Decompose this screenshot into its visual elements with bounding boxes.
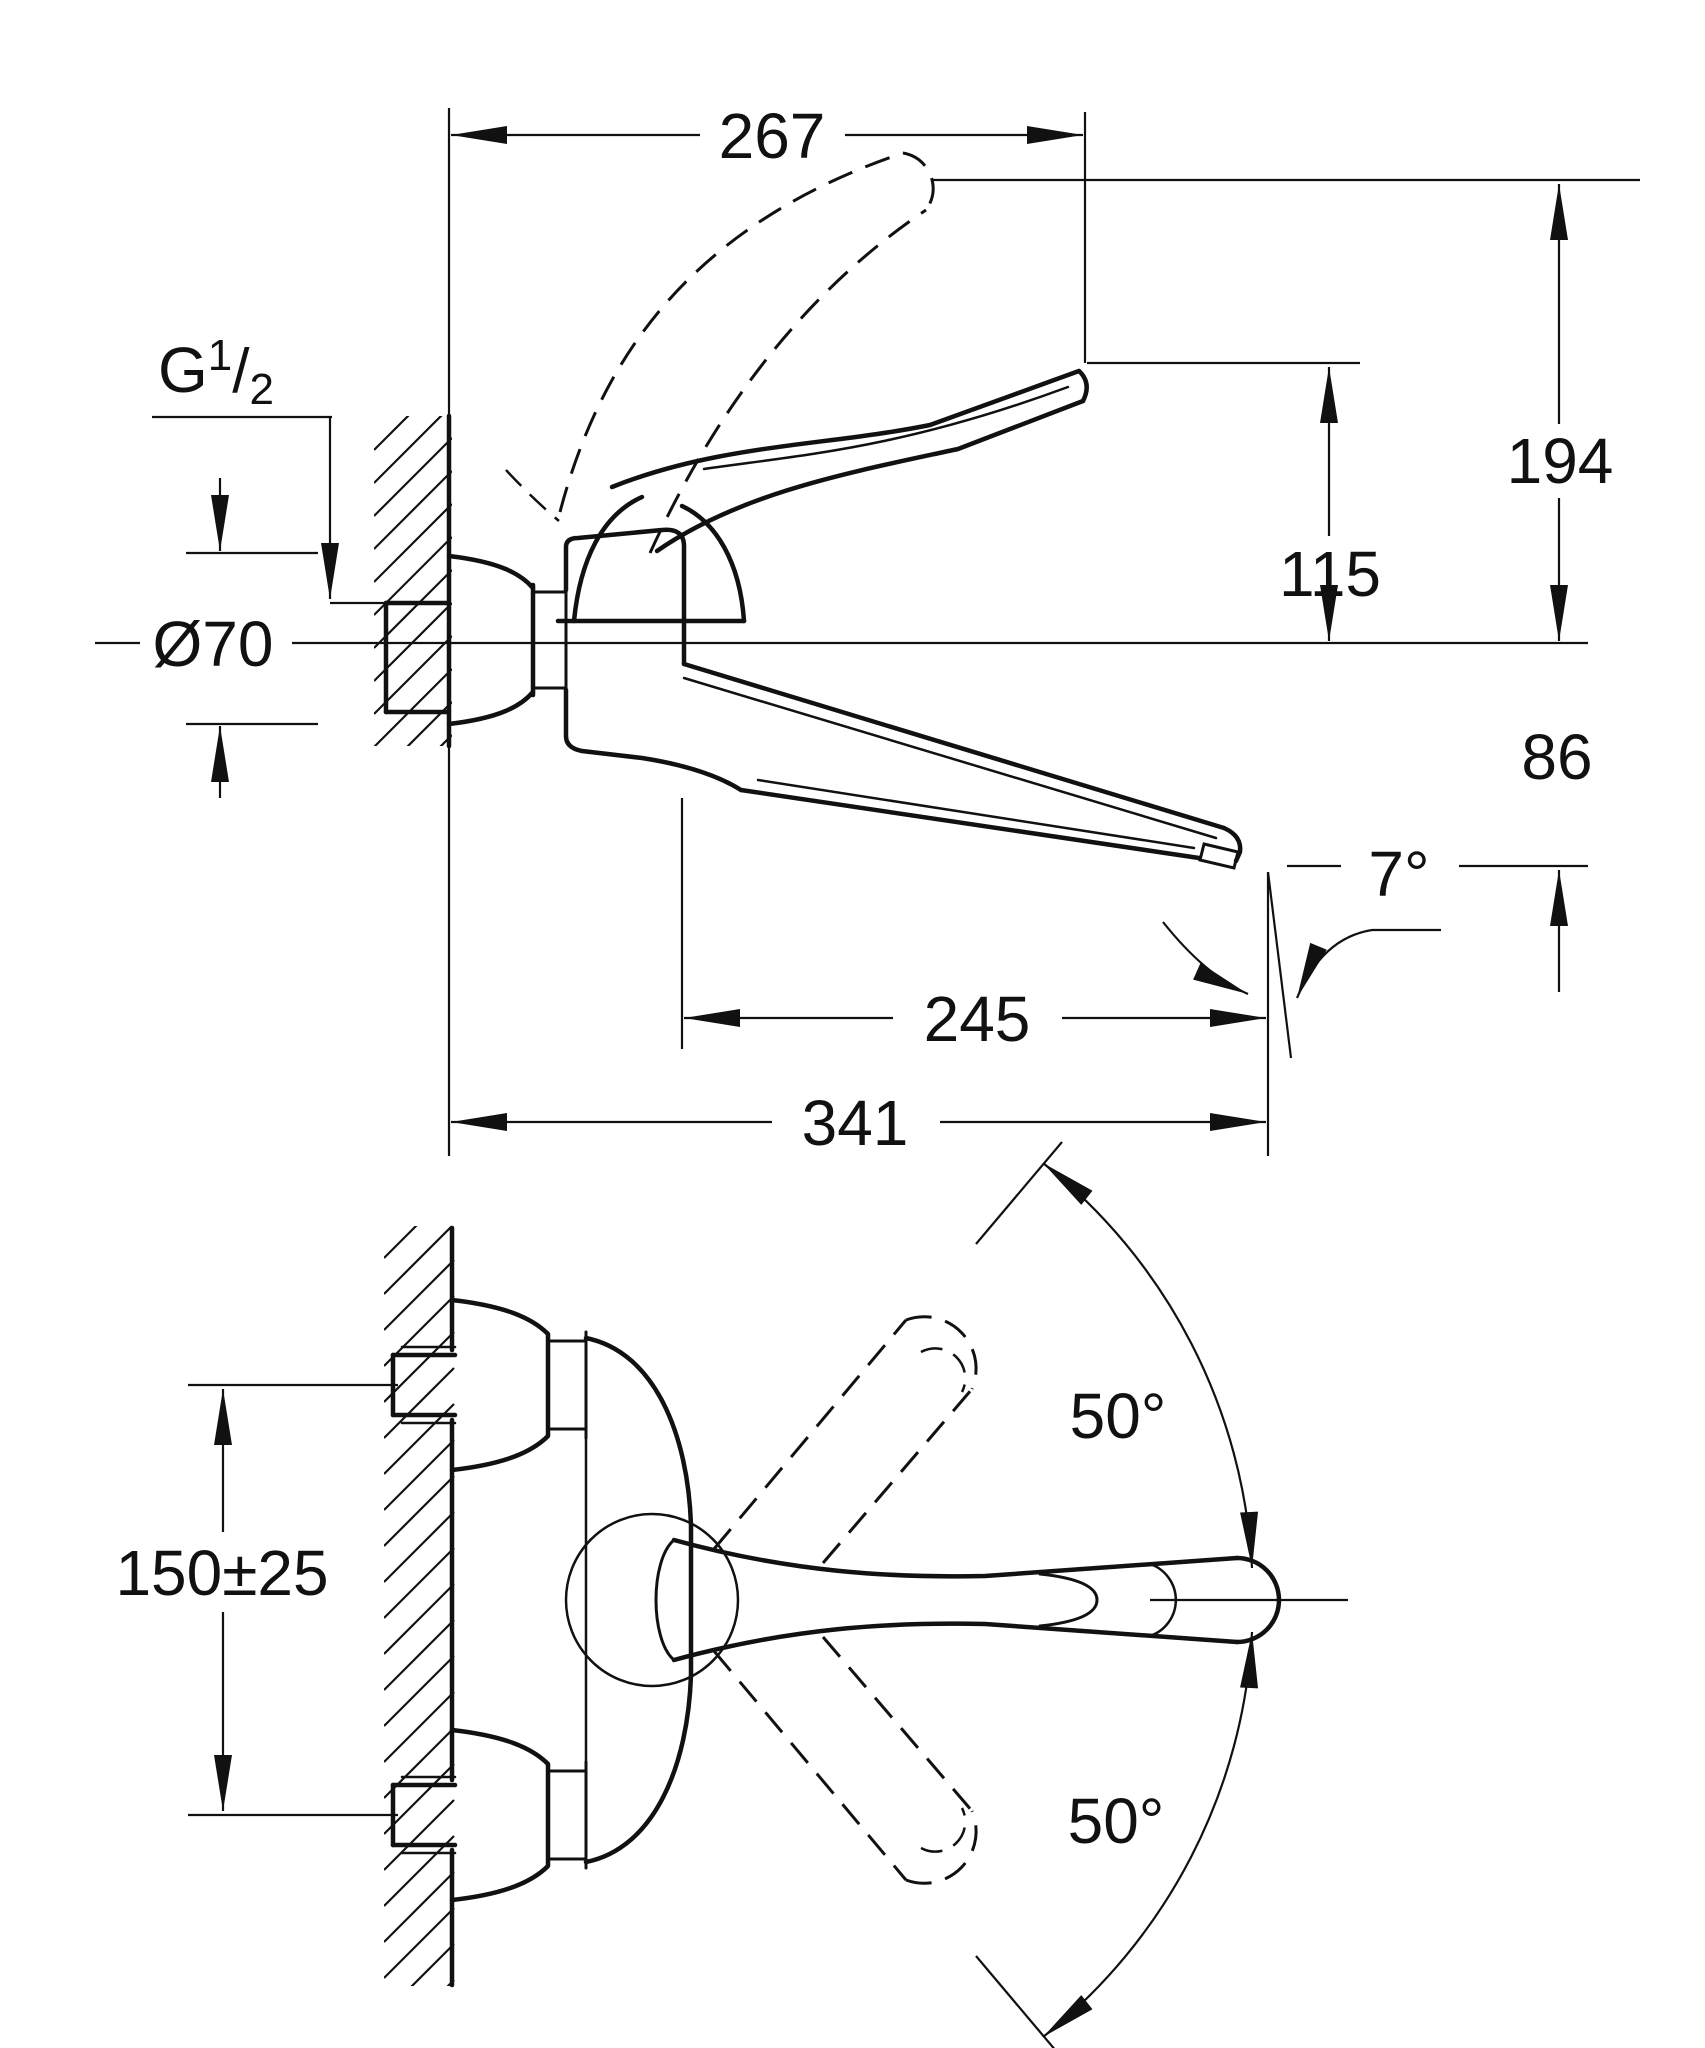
plan-wall-section — [384, 1225, 455, 1988]
faucet-body — [446, 494, 747, 793]
dimension-86: 86 — [1521, 721, 1593, 992]
dim-label-50-upper: 50° — [1070, 1380, 1167, 1452]
dim-label-341: 341 — [802, 1087, 909, 1159]
dim-label-115: 115 — [1279, 538, 1381, 610]
swing-angle-lower: 50° — [975, 1631, 1259, 2048]
dim-label-86: 86 — [1521, 721, 1592, 793]
body-upper — [563, 527, 687, 623]
dome-right — [679, 503, 747, 624]
dim-label-50-lower: 50° — [1068, 1785, 1165, 1857]
dimension-267: 267 — [451, 100, 1087, 363]
aerator — [1198, 842, 1240, 870]
plan-body — [564, 1335, 740, 1865]
escutcheon-diameter-dim: Ø70 — [153, 478, 318, 798]
thread-size-callout: G1/2 — [152, 331, 386, 605]
plan-escutcheon-upper — [449, 1297, 588, 1473]
spout-angle-7: 7° — [1162, 838, 1441, 1059]
angle-line-tilted — [1266, 871, 1293, 1059]
dim-label-194: 194 — [1507, 425, 1614, 497]
dim-label-267: 267 — [719, 100, 826, 172]
plan-handle-upper-dashed — [712, 1315, 978, 1564]
dimension-341: 341 — [451, 1087, 1266, 1159]
dim-label-thread: G1/2 — [158, 331, 274, 414]
plan-view: 50° 50° 150±25 — [115, 1141, 1348, 2048]
side-view: 267 194 115 86 7° — [95, 100, 1640, 1159]
plan-handle-center — [654, 1537, 1282, 1663]
dimension-115: 115 — [1279, 367, 1381, 641]
handle-raised-dashed — [505, 151, 935, 554]
swing-angle-upper: 50° — [975, 1141, 1259, 1569]
neck-ring — [531, 586, 568, 694]
spout — [681, 661, 1243, 870]
escutcheon-bottom — [446, 689, 536, 727]
dimension-194: 194 — [1507, 184, 1614, 641]
dome-left — [571, 494, 645, 624]
dim-label-7deg: 7° — [1368, 838, 1429, 910]
dimension-150: 150±25 — [115, 1383, 398, 1817]
cartridge-dome — [564, 1512, 740, 1688]
wall-section — [374, 108, 452, 1156]
wall-hatching — [374, 416, 452, 746]
dim-label-150: 150±25 — [115, 1537, 328, 1609]
dim-label-245: 245 — [924, 983, 1031, 1055]
inlet-nipple — [383, 600, 452, 715]
body-lower — [563, 687, 744, 793]
plan-handle-lower-dashed — [712, 1636, 978, 1885]
dim-label-diameter: Ø70 — [153, 608, 274, 680]
escutcheon-top — [446, 553, 536, 591]
plan-escutcheon-lower — [449, 1727, 588, 1903]
plan-wall-hatching — [384, 1226, 455, 1986]
handle-rest — [609, 368, 1089, 554]
dimension-245: 245 — [680, 798, 1270, 1156]
